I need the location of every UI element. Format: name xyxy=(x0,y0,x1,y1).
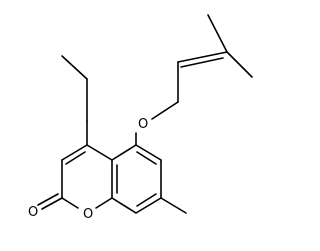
bond-methyl-a xyxy=(207,14,228,53)
ring-oxygen-label: O xyxy=(83,207,93,222)
bond-c8-c8a xyxy=(111,197,137,214)
bond-alkene xyxy=(177,51,228,63)
carbonyl-oxygen-label: O xyxy=(28,205,38,220)
pyranone-ring xyxy=(37,144,113,210)
bond-c7-c8 xyxy=(135,197,162,214)
bond-c4-c4a xyxy=(86,144,113,161)
prenyl-chain xyxy=(151,14,253,120)
bond-methyl-b xyxy=(226,51,253,78)
bond-c7-c8-inner xyxy=(136,193,157,207)
propyl-chain xyxy=(61,55,88,146)
bond-o1-c8a xyxy=(95,197,113,209)
bond-c2-carbonyl-inner xyxy=(37,193,59,206)
bond-c2-o1 xyxy=(61,197,79,209)
bond-c7-methyl xyxy=(160,197,187,214)
bond-c4a-c5 xyxy=(111,144,137,161)
bond-c5-c6 xyxy=(135,144,162,161)
bond-propyl-1 xyxy=(61,55,88,80)
ether-oxygen-label: O xyxy=(138,117,148,132)
bond-alkene-inner xyxy=(180,57,224,68)
bond-c4-c3-inner xyxy=(65,151,86,165)
bond-c2-carbonyl xyxy=(41,197,63,210)
bond-c4-c3 xyxy=(61,144,88,161)
bond-c5-c6-inner xyxy=(136,151,157,165)
bond-to-ether-o xyxy=(151,101,179,120)
chemical-structure-diagram: O O O xyxy=(28,14,253,222)
benzene-ring xyxy=(111,144,187,214)
